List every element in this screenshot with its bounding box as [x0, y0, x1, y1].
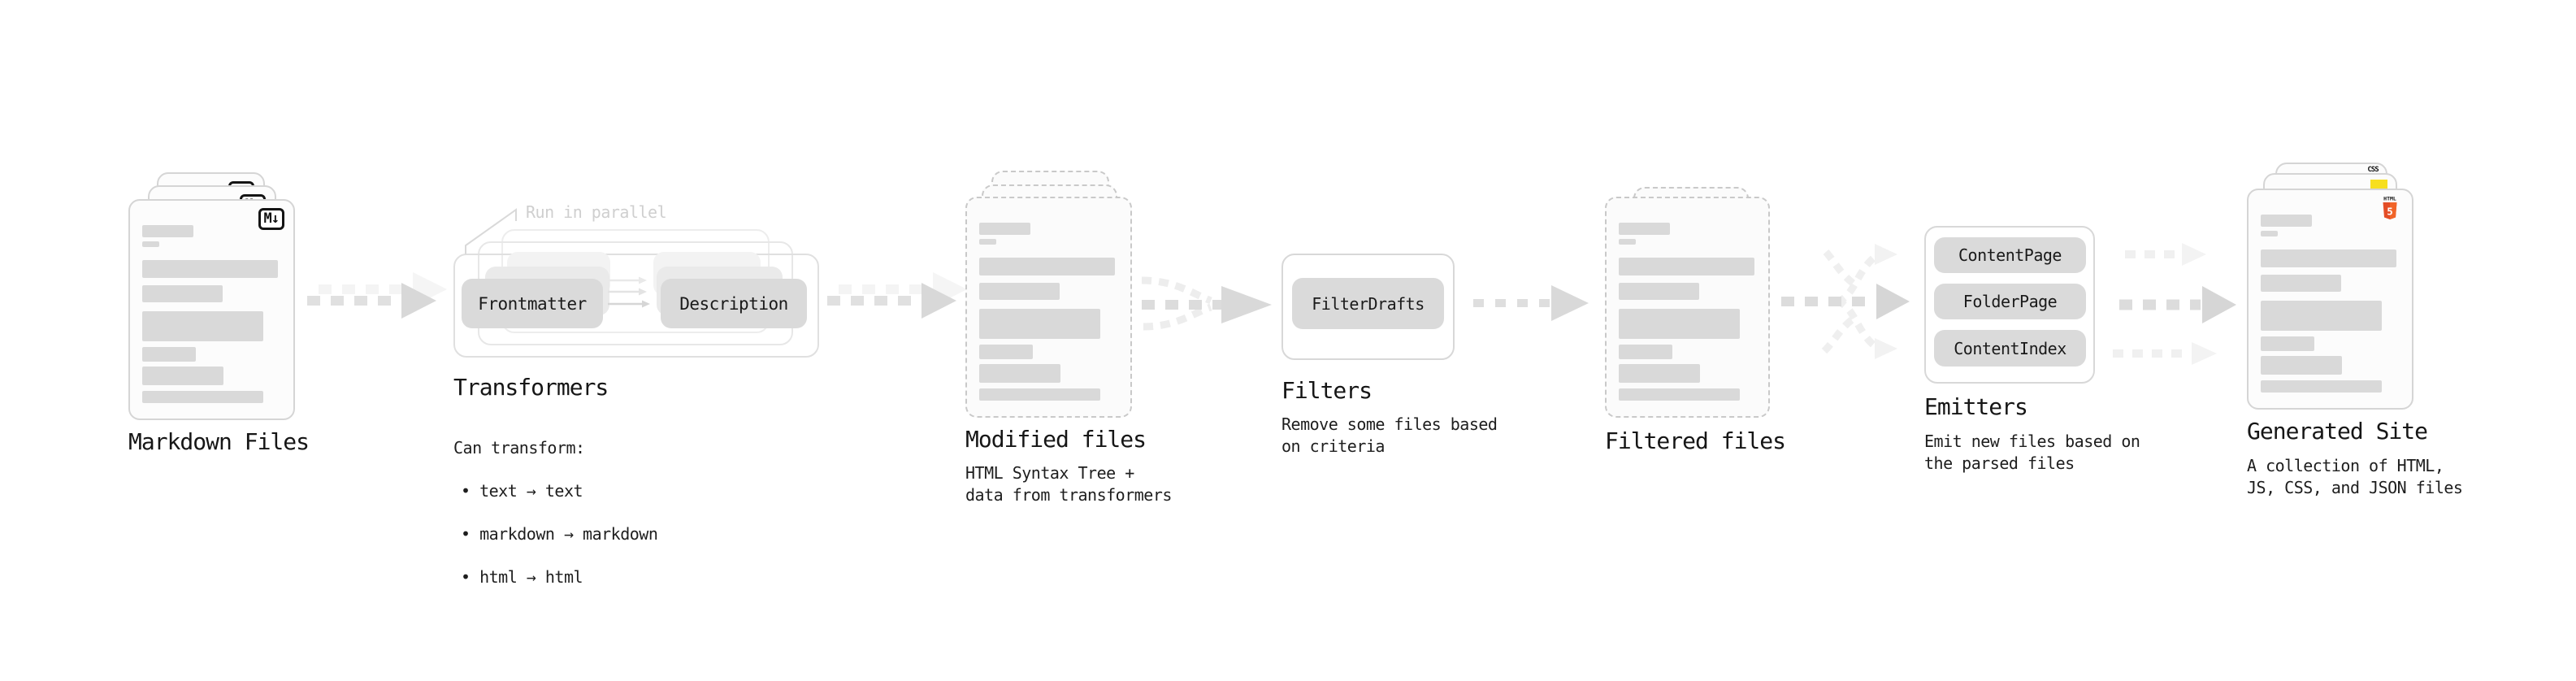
document-placeholder-lines: [142, 225, 278, 403]
transformer-container-front: [453, 254, 819, 358]
markdown-icon: M↓: [258, 208, 284, 230]
modified-files-label: Modified files: [965, 426, 1147, 453]
filters-label: Filters: [1281, 377, 1373, 404]
flow-arrow-transformers-to-modified: [827, 272, 967, 319]
emitters-label: Emitters: [1924, 393, 2028, 420]
annotation-leader-line: [465, 208, 517, 254]
parallel-mini-arrows-icon: [608, 276, 650, 308]
transform-bullet: • html → html: [461, 566, 583, 587]
document-placeholder-lines: [979, 223, 1115, 401]
modified-files-description: HTML Syntax Tree + data from transformer…: [965, 463, 1172, 505]
generated-site-label: Generated Site: [2247, 418, 2428, 445]
transform-bullet: • markdown → markdown: [461, 523, 658, 544]
modified-file-card-front: [965, 197, 1132, 418]
html5-logo-icon: HTML 5: [2383, 196, 2397, 219]
site-file-card-html: HTML 5: [2247, 189, 2413, 410]
js-file-icon: [2370, 180, 2387, 189]
flow-arrow-emitters-to-site: [2113, 243, 2236, 365]
filterdrafts-pill: FilterDrafts: [1292, 278, 1444, 329]
document-placeholder-lines: [1619, 223, 1754, 401]
filtered-files-label: Filtered files: [1605, 427, 1786, 454]
run-in-parallel-annotation: Run in parallel: [526, 202, 667, 222]
folderpage-pill: FolderPage: [1934, 284, 2086, 319]
frontmatter-pill: Frontmatter: [462, 279, 603, 328]
flow-arrow-markdown-to-transformers: [307, 272, 447, 319]
flow-arrow-filtered-to-emitters: [1781, 244, 1910, 359]
transformers-description: Can transform: • text → text • markdown …: [453, 415, 658, 609]
filtered-file-card-front: [1605, 197, 1770, 418]
css-badge-text: CSS: [2367, 166, 2379, 174]
flow-arrow-modified-to-filters: [1141, 276, 1272, 331]
emitters-description: Emit new files based on the parsed files: [1924, 432, 2140, 473]
svg-text:5: 5: [2387, 206, 2393, 218]
description-pill: Description: [661, 279, 807, 328]
document-placeholder-lines: [2261, 215, 2396, 393]
transformers-desc-heading: Can transform:: [453, 437, 585, 458]
svg-text:HTML: HTML: [2383, 196, 2396, 202]
contentindex-pill: ContentIndex: [1934, 330, 2086, 367]
contentpage-pill: ContentPage: [1934, 237, 2086, 273]
transform-bullet: • text → text: [461, 480, 583, 501]
filters-description: Remove some files based on criteria: [1281, 414, 1498, 456]
markdown-file-card-front: M↓: [128, 199, 295, 420]
flow-arrow-filters-to-filtered: [1473, 285, 1589, 321]
markdown-files-label: Markdown Files: [128, 428, 310, 455]
transformers-label: Transformers: [453, 374, 609, 401]
generated-site-description: A collection of HTML, JS, CSS, and JSON …: [2247, 456, 2463, 497]
